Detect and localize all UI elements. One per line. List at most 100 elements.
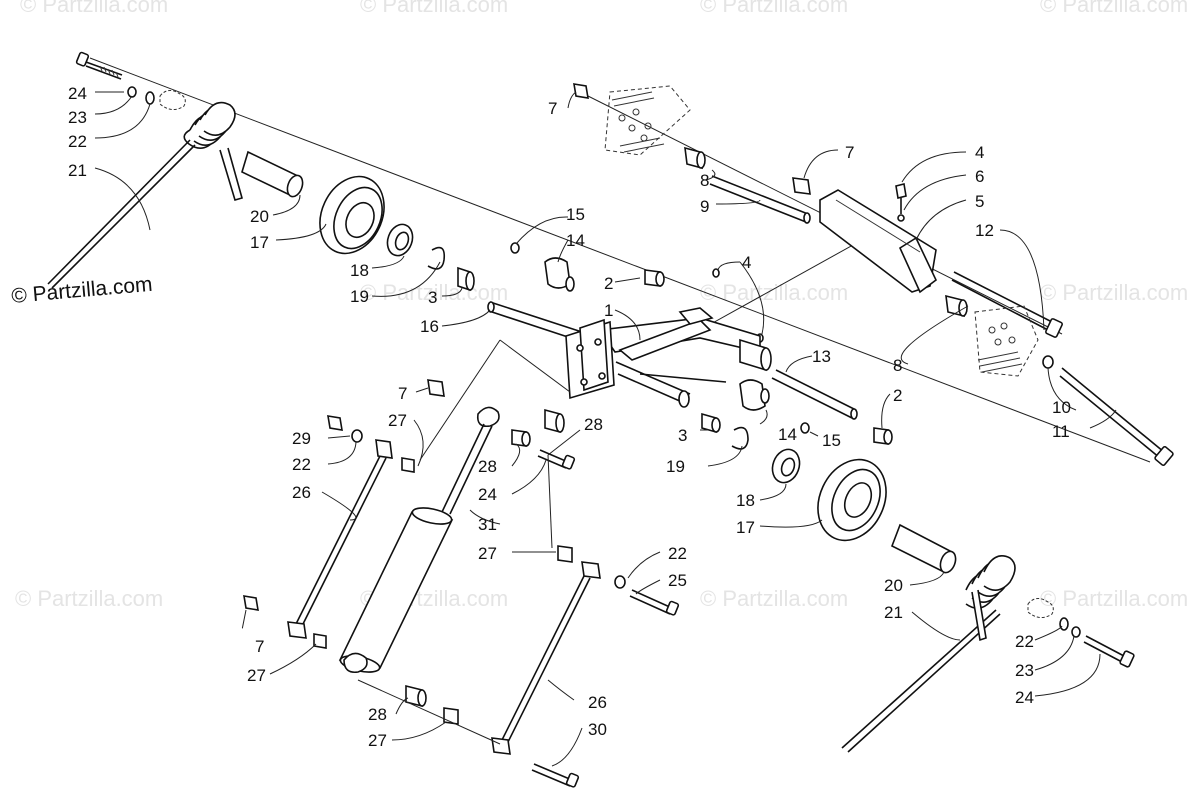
washer-22-link [351, 429, 363, 443]
nut-7-lower [243, 595, 259, 611]
torsion-spring-21-left [47, 101, 243, 289]
callout-label: 18 [350, 261, 369, 280]
callout-labels: 24 23 22 21 20 17 18 19 3 16 15 14 2 1 4… [68, 84, 1071, 750]
frame-section-upper [604, 85, 691, 156]
leader-lines [94, 91, 1117, 767]
callout-label: 20 [884, 576, 903, 595]
bolt-12 [951, 271, 1063, 338]
callout-label: 10 [1052, 398, 1071, 417]
callout-label: 20 [250, 207, 269, 226]
callout-label: 2 [893, 386, 902, 405]
callout-label: 2 [604, 274, 613, 293]
callout-label: 5 [975, 192, 984, 211]
nut-23-right [1071, 626, 1081, 638]
watermark: © Partzilla.com [700, 280, 848, 305]
callout-label: 1 [604, 301, 613, 320]
callout-label: 25 [668, 571, 687, 590]
callout-label: 21 [884, 603, 903, 622]
bushing-8-upper [684, 146, 706, 170]
bolt-24-right [1083, 635, 1135, 668]
callout-label: 15 [566, 205, 585, 224]
callout-label: 3 [678, 426, 687, 445]
nut-23 [127, 86, 137, 98]
callout-label: 17 [736, 518, 755, 537]
nut-29 [327, 415, 343, 431]
callout-label: 14 [566, 231, 585, 250]
torsion-spring-21-right [841, 555, 1016, 753]
callout-label: 7 [548, 99, 557, 118]
callout-label: 7 [845, 143, 854, 162]
washer-10 [1042, 355, 1054, 369]
callout-label: 22 [68, 132, 87, 151]
hidden-part-outline-right [1027, 598, 1054, 618]
parts-drawing [47, 51, 1174, 788]
callout-label: 22 [1015, 632, 1034, 651]
callout-label: 15 [822, 431, 841, 450]
snap-ring-19-right [731, 426, 749, 450]
watermark: © Partzilla.com [1040, 586, 1188, 611]
hidden-part-outline [159, 90, 186, 110]
bolt-24-left [75, 51, 123, 80]
callout-label: 7 [255, 637, 264, 656]
brand-watermark: © Partzilla.com [10, 273, 153, 308]
callout-label: 28 [584, 415, 603, 434]
callout-label: 18 [736, 491, 755, 510]
bumper-14-right [739, 379, 770, 411]
callout-label: 29 [292, 429, 311, 448]
callout-label: 8 [893, 356, 902, 375]
callout-label: 31 [478, 515, 497, 534]
callout-label: 6 [975, 167, 984, 186]
callout-label: 4 [742, 253, 751, 272]
callout-label: 28 [478, 457, 497, 476]
shaft-13 [771, 369, 858, 420]
callout-label: 22 [668, 544, 687, 563]
callout-label: 21 [68, 161, 87, 180]
callout-label: 13 [812, 347, 831, 366]
watermark-grid: © Partzilla.com © Partzilla.com © Partzi… [15, 0, 1188, 611]
bushing-2-lower [873, 427, 893, 445]
mounting-bracket [565, 318, 615, 400]
bushing-27-right [557, 545, 573, 563]
callout-label: 9 [700, 197, 709, 216]
bumper-14-left [544, 257, 575, 292]
nut-7-upper-left [573, 83, 589, 99]
snap-ring-19-left [427, 246, 446, 270]
callout-label: 27 [247, 666, 266, 685]
bushing-28-shock [511, 429, 531, 447]
watermark: © Partzilla.com [360, 0, 508, 17]
nut-15-left [510, 242, 520, 254]
nut-15-right [800, 422, 810, 434]
callout-label: 24 [68, 84, 87, 103]
callout-label: 11 [1052, 422, 1070, 441]
bushing-27-left [401, 457, 415, 473]
watermark: © Partzilla.com [20, 0, 168, 17]
callout-label: 27 [478, 544, 497, 563]
callout-label: 19 [666, 457, 685, 476]
watermark: © Partzilla.com [700, 586, 848, 611]
screw-4-center [712, 268, 720, 278]
nut-7-upper-right [792, 177, 811, 195]
callout-label: 23 [1015, 661, 1034, 680]
bearing-18-right [771, 448, 801, 484]
nut-7-shock [427, 379, 445, 397]
callout-label: 12 [975, 221, 994, 240]
watermark: © Partzilla.com [1040, 0, 1188, 17]
callout-label: 4 [975, 143, 984, 162]
watermark: © Partzilla.com [360, 280, 508, 305]
bolt-30 [531, 763, 580, 788]
washer-22 [145, 91, 155, 105]
bracket-5 [819, 189, 938, 294]
callout-label: 16 [420, 317, 439, 336]
spacer-3-left [457, 266, 475, 292]
callout-label: 8 [700, 171, 709, 190]
shaft-9 [709, 175, 811, 224]
frame-section-lower [974, 305, 1039, 377]
watermark: © Partzilla.com [15, 586, 163, 611]
watermark: © Partzilla.com [1040, 280, 1188, 305]
callout-label: 22 [292, 455, 311, 474]
rear-arm-1 [598, 307, 772, 408]
roller-20-left [241, 150, 304, 198]
washer-22-right [1059, 617, 1069, 631]
callout-label: 26 [588, 693, 607, 712]
